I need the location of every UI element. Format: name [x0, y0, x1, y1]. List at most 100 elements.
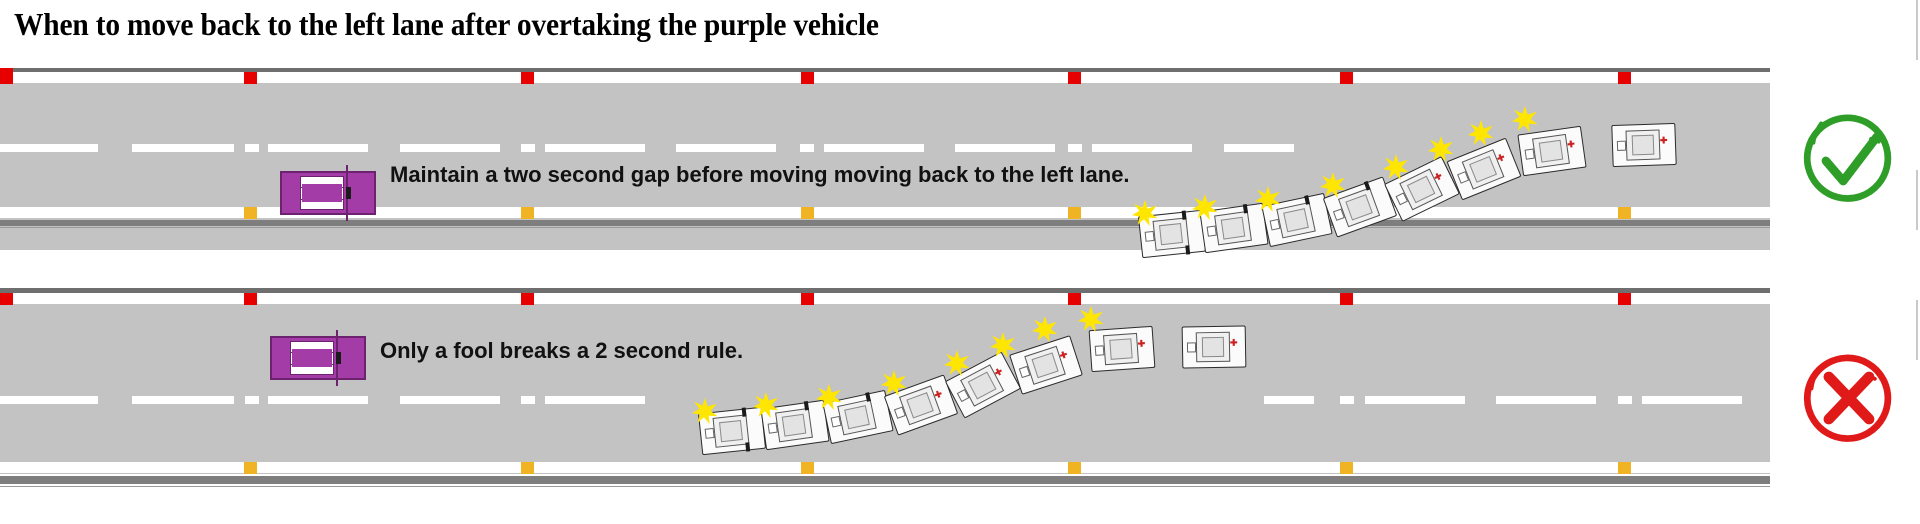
- reflector-stud: [1068, 72, 1081, 84]
- purple-vehicle: [280, 165, 376, 221]
- convoy-group: ✚ ✚ ✚ ✚: [0, 68, 1770, 268]
- lane-dash: [268, 396, 368, 404]
- lane-dash: [1068, 144, 1082, 152]
- car-badge: ✚: [1229, 337, 1237, 348]
- reflector-stud: [0, 293, 13, 305]
- car-window: [1220, 216, 1246, 240]
- car-plate: [1616, 140, 1627, 151]
- edge-tick: [1916, 170, 1918, 230]
- bottom-hairline: [0, 227, 1770, 228]
- lane-dash: [521, 144, 535, 152]
- bottom-edge-line: [0, 462, 1770, 473]
- car-plate: [1269, 218, 1281, 231]
- lane-dash: [400, 144, 500, 152]
- convoy-car: ✚: [1088, 325, 1156, 373]
- car-mirror: [745, 442, 751, 452]
- lane-dash: [1642, 396, 1742, 404]
- lane-dash: [1092, 144, 1192, 152]
- car-badge: ✚: [1137, 338, 1145, 349]
- car-plate: [1144, 230, 1155, 242]
- car-window: [1109, 338, 1133, 360]
- scene-caption: Only a fool breaks a 2 second rule.: [380, 338, 744, 363]
- lane-dash: [400, 396, 500, 404]
- collision-star-icon: [1078, 306, 1104, 332]
- convoy-group: ✚ ✚ ✚ ✚: [0, 288, 1770, 516]
- lane-dash: [268, 144, 368, 152]
- collision-star-icon: [1032, 316, 1058, 342]
- reflector-stud: [1618, 207, 1631, 219]
- convoy-car: ✚: [1611, 122, 1677, 168]
- car-plate: [704, 427, 715, 439]
- reflector-stud: [1618, 72, 1631, 84]
- cross-circle-icon: [1800, 350, 1896, 446]
- convoy-car: ✚: [1517, 125, 1587, 177]
- lane-dash: [0, 144, 98, 152]
- correct-behaviour-scene: Maintain a two second gap before moving …: [0, 68, 1770, 268]
- purple-vehicle-mirror: [346, 187, 351, 199]
- reflector-stud: [1340, 72, 1353, 84]
- top-edge-line: [0, 72, 1770, 83]
- reflector-stud: [1340, 462, 1353, 474]
- lane-dash: [545, 396, 645, 404]
- lane-dash: [955, 144, 1055, 152]
- lane-dash: [132, 144, 234, 152]
- check-circle-icon: [1800, 110, 1896, 206]
- car-window: [719, 420, 743, 443]
- lane-dash: [800, 144, 814, 152]
- car-window: [1159, 223, 1183, 246]
- reflector-stud: [244, 462, 257, 474]
- lane-dash: [521, 396, 535, 404]
- car-mirror: [1185, 245, 1191, 255]
- car-window: [1631, 134, 1655, 156]
- car-window: [1538, 139, 1564, 163]
- car-badge: ✚: [1566, 138, 1575, 150]
- reflector-stud: [801, 293, 814, 305]
- reflector-stud: [801, 462, 814, 474]
- incorrect-behaviour-scene: Only a fool breaks a 2 second rule.: [0, 288, 1770, 516]
- collision-star-icon: [1468, 120, 1494, 146]
- edge-tick: [1916, 300, 1918, 360]
- bottom-shoulder: [0, 220, 1770, 226]
- lane-dash: [1340, 396, 1354, 404]
- reflector-stud: [521, 207, 534, 219]
- convoy-car: ✚: [1446, 137, 1522, 201]
- reflector-stud: [0, 68, 13, 80]
- reflector-stud: [521, 72, 534, 84]
- reflector-stud: [1340, 293, 1353, 305]
- reflector-stud: [244, 207, 257, 219]
- road-surface: [0, 304, 1770, 474]
- bottom-edge-line: [0, 207, 1770, 218]
- reflector-stud: [1068, 207, 1081, 219]
- lane-dash: [1618, 396, 1632, 404]
- bottom-hairline: [0, 486, 1770, 487]
- car-plate: [1186, 342, 1197, 353]
- lane-dash: [132, 396, 234, 404]
- car-plate: [1524, 148, 1535, 160]
- scene-caption: Maintain a two second gap before moving …: [390, 162, 1130, 187]
- car-mirror: [741, 407, 747, 417]
- lane-dash: [1264, 396, 1314, 404]
- reflector-stud: [801, 207, 814, 219]
- lane-dash: [545, 144, 645, 152]
- reflector-stud: [244, 72, 257, 84]
- reflector-stud: [801, 72, 814, 84]
- lane-dash: [245, 396, 259, 404]
- purple-vehicle-seat: [302, 184, 342, 202]
- reflector-stud: [1618, 462, 1631, 474]
- lane-dash: [1496, 396, 1596, 404]
- bottom-shoulder: [0, 476, 1770, 484]
- top-barrier-line: [0, 288, 1770, 293]
- top-edge-line: [0, 293, 1770, 304]
- purple-vehicle-mirror: [336, 352, 341, 364]
- car-mirror: [1181, 210, 1187, 220]
- purple-vehicle-seat: [292, 349, 332, 367]
- car-badge: ✚: [1659, 135, 1667, 146]
- reflector-stud: [521, 293, 534, 305]
- car-plate: [1206, 225, 1217, 237]
- lane-dash: [245, 144, 259, 152]
- reflector-stud: [244, 293, 257, 305]
- collision-star-icon: [1512, 106, 1538, 132]
- convoy-car: ✚: [1009, 335, 1083, 395]
- reflector-stud: [1068, 293, 1081, 305]
